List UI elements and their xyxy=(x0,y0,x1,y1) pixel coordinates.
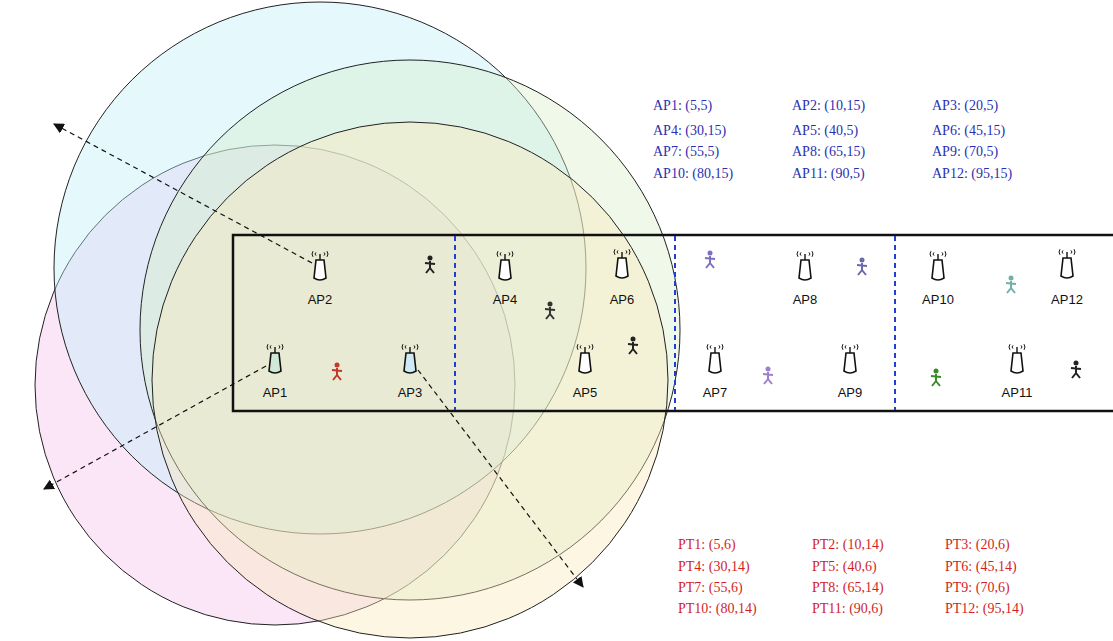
antenna-icon xyxy=(312,251,328,280)
antenna-icon xyxy=(1059,249,1075,278)
ap-coordinate: AP2: (10,15) xyxy=(792,98,865,114)
pt-coordinate: PT2: (10,14) xyxy=(812,537,884,553)
range-arrow xyxy=(418,370,583,587)
ap-label: AP10 xyxy=(922,292,954,308)
pt-coordinate: PT9: (70,6) xyxy=(945,580,1010,596)
ap-label: AP12 xyxy=(1051,292,1083,308)
antenna-icon xyxy=(797,251,813,280)
ap-label: AP6 xyxy=(610,292,635,308)
ap-coordinate: AP3: (20,5) xyxy=(932,98,998,114)
antenna-icons xyxy=(267,249,1075,373)
ap-label: AP8 xyxy=(793,292,818,308)
ap-coordinate: AP7: (55,5) xyxy=(653,144,719,160)
range-arrow xyxy=(54,124,312,263)
ap-label: AP3 xyxy=(398,385,423,401)
coverage-circles xyxy=(35,2,680,638)
antenna-icon xyxy=(930,251,946,280)
corridor-outline xyxy=(233,235,1113,411)
person-icon xyxy=(628,337,638,355)
person-icon xyxy=(1006,276,1016,294)
range-arrows xyxy=(44,124,583,587)
zone-divider xyxy=(454,236,456,410)
person-icon xyxy=(332,363,342,381)
ap-label: AP7 xyxy=(703,385,728,401)
ap-coordinate: AP12: (95,15) xyxy=(932,166,1012,182)
pt-coordinate: PT8: (65,14) xyxy=(812,580,884,596)
pt-coordinate: PT7: (55,6) xyxy=(678,580,743,596)
person-icon xyxy=(857,258,867,276)
ap-label: AP2 xyxy=(308,292,333,308)
ap-label: AP4 xyxy=(493,292,518,308)
pt-coordinate: PT5: (40,6) xyxy=(812,559,877,575)
antenna-icon xyxy=(577,344,593,373)
ap-coordinate: AP1: (5,5) xyxy=(653,98,712,114)
antenna-icon xyxy=(497,251,513,280)
antenna-icon xyxy=(1009,344,1025,373)
pt-coordinate: PT3: (20,6) xyxy=(945,537,1010,553)
ap-coordinate: AP4: (30,15) xyxy=(653,123,726,139)
coverage-circle xyxy=(152,122,668,638)
pt-coordinate: PT6: (45,14) xyxy=(945,559,1017,575)
person-icon xyxy=(545,302,555,320)
ap-coordinate: AP10: (80,15) xyxy=(653,166,733,182)
person-icon xyxy=(931,369,941,387)
antenna-icon xyxy=(842,344,858,373)
antenna-icon xyxy=(267,344,283,373)
ap-coordinate: AP6: (45,15) xyxy=(932,123,1005,139)
ap-coordinate: AP11: (90,5) xyxy=(792,166,865,182)
pt-coordinate: PT1: (5,6) xyxy=(678,537,736,553)
ap-label: AP5 xyxy=(573,385,598,401)
zone-divider xyxy=(674,236,676,410)
pt-coordinate: PT10: (80,14) xyxy=(678,601,757,617)
pt-coordinate: PT4: (30,14) xyxy=(678,559,750,575)
person-icon xyxy=(763,367,773,385)
antenna-icon xyxy=(402,344,418,373)
person-icons xyxy=(332,251,1081,387)
ap-label: AP1 xyxy=(263,385,288,401)
person-icon xyxy=(705,251,715,269)
ap-coordinate: AP5: (40,5) xyxy=(792,123,858,139)
ap-coordinate: AP8: (65,15) xyxy=(792,144,865,160)
zone-dividers xyxy=(455,236,895,410)
antenna-icon xyxy=(707,344,723,373)
person-icon xyxy=(425,256,435,274)
pt-coordinate: PT11: (90,6) xyxy=(812,601,883,617)
ap-label: AP9 xyxy=(838,385,863,401)
zone-divider xyxy=(894,236,896,410)
person-icon xyxy=(1071,361,1081,379)
ap-label: AP11 xyxy=(1002,385,1033,401)
ap-coordinate: AP9: (70,5) xyxy=(932,144,998,160)
antenna-icon xyxy=(614,249,630,278)
pt-coordinate: PT12: (95,14) xyxy=(945,601,1024,617)
